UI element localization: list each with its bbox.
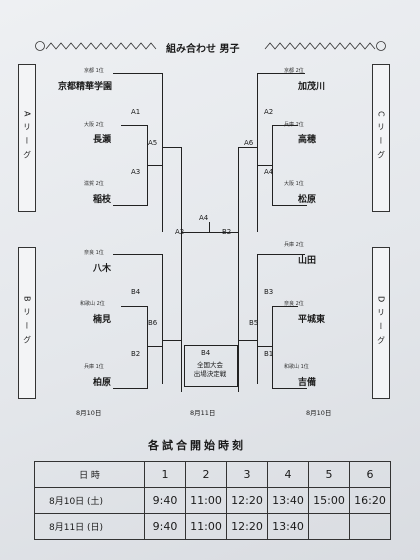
team-meta: 京都 1位 bbox=[84, 68, 104, 74]
team-meta: 滋賀 2位 bbox=[84, 181, 104, 187]
schedule-time: 11:00 bbox=[185, 513, 227, 540]
left-ornament bbox=[34, 40, 159, 52]
team-name: 八木 bbox=[93, 264, 112, 274]
schedule-day: 8月11日 (日) bbox=[34, 513, 145, 540]
date-label: 8月10日 bbox=[306, 409, 332, 417]
match-label: A2 bbox=[264, 108, 274, 116]
schedule-row: 8月11日 (日) 9:40 11:00 12:20 13:40 bbox=[34, 513, 391, 540]
schedule-time: 16:20 bbox=[349, 487, 391, 514]
schedule-col: 5 bbox=[308, 461, 350, 488]
schedule-row: 8月10日 (土) 9:40 11:00 12:20 13:40 15:00 1… bbox=[34, 487, 391, 514]
schedule-time: 9:40 bbox=[144, 487, 186, 514]
match-label: B6 bbox=[148, 319, 158, 327]
schedule-time: 13:40 bbox=[267, 513, 309, 540]
league-c-box: Cリーグ bbox=[372, 64, 390, 212]
schedule-col: 3 bbox=[226, 461, 268, 488]
schedule-day: 8月10日 (土) bbox=[34, 487, 145, 514]
right-ornament bbox=[262, 40, 387, 52]
schedule-time: 12:20 bbox=[226, 487, 268, 514]
date-label: 8月10日 bbox=[76, 409, 102, 417]
match-label: A3 bbox=[131, 168, 141, 176]
schedule-time: 11:00 bbox=[185, 487, 227, 514]
schedule-col: 4 bbox=[267, 461, 309, 488]
match-label: B2 bbox=[222, 228, 232, 236]
team-name: 長瀬 bbox=[93, 135, 112, 145]
schedule-time: 12:20 bbox=[226, 513, 268, 540]
schedule-time bbox=[349, 513, 391, 540]
league-a-box: Aリーグ bbox=[18, 64, 36, 212]
team-name: 加茂川 bbox=[298, 82, 326, 92]
league-b-box: Bリーグ bbox=[18, 247, 36, 399]
league-d-box: Dリーグ bbox=[372, 247, 390, 399]
schedule-col: 1 bbox=[144, 461, 186, 488]
match-label: A4 bbox=[199, 214, 209, 222]
team-meta: 大阪 1位 bbox=[284, 181, 304, 187]
team-meta: 大阪 2位 bbox=[84, 122, 104, 128]
schedule-time: 13:40 bbox=[267, 487, 309, 514]
team-name: 京都精華学園 bbox=[58, 82, 113, 92]
schedule-header: 日 時 bbox=[34, 461, 145, 488]
match-label: B4 bbox=[131, 288, 141, 296]
match-label: A2 bbox=[175, 228, 185, 236]
schedule-time: 15:00 bbox=[308, 487, 350, 514]
team-meta: 兵庫 2位 bbox=[284, 242, 304, 248]
match-label: B2 bbox=[131, 350, 141, 358]
schedule-time bbox=[308, 513, 350, 540]
team-name: 楠見 bbox=[93, 315, 112, 325]
team-meta: 奈良 1位 bbox=[84, 250, 104, 256]
team-meta: 和歌山 1位 bbox=[284, 364, 309, 370]
schedule-table: 日 時 1 2 3 4 5 6 8月10日 (土) 9:40 11:00 12:… bbox=[34, 461, 391, 540]
match-label: A4 bbox=[264, 168, 274, 176]
match-label: A6 bbox=[244, 139, 254, 147]
team-name: 吉備 bbox=[298, 378, 317, 388]
team-name: 稲枝 bbox=[93, 195, 112, 205]
final-match-label: B4 bbox=[201, 349, 211, 357]
match-label: A5 bbox=[148, 139, 158, 147]
team-name: 高穂 bbox=[298, 135, 317, 145]
final-note-line: 出場決定戦 bbox=[193, 370, 227, 378]
team-name: 柏原 bbox=[93, 378, 112, 388]
final-note-line: 全国大会 bbox=[197, 361, 223, 369]
match-label: B3 bbox=[264, 288, 274, 296]
team-name: 山田 bbox=[298, 256, 317, 266]
match-label: B5 bbox=[249, 319, 259, 327]
page-title: 組み合わせ 男子 bbox=[166, 44, 240, 55]
schedule-time: 9:40 bbox=[144, 513, 186, 540]
team-meta: 京都 2位 bbox=[284, 68, 304, 74]
schedule-col: 6 bbox=[349, 461, 391, 488]
final-box bbox=[184, 345, 238, 387]
team-name: 平城東 bbox=[298, 315, 326, 325]
date-label: 8月11日 bbox=[190, 409, 216, 417]
team-meta: 和歌山 2位 bbox=[80, 301, 105, 307]
team-meta: 兵庫 1位 bbox=[84, 364, 104, 370]
schedule-title: 各試合開始時刻 bbox=[148, 439, 246, 452]
team-name: 松原 bbox=[298, 195, 317, 205]
schedule-col: 2 bbox=[185, 461, 227, 488]
match-label: A1 bbox=[131, 108, 141, 116]
final-note: 全国大会 出場決定戦 bbox=[184, 361, 236, 379]
match-label: B1 bbox=[264, 350, 274, 358]
team-meta: 奈良 2位 bbox=[284, 301, 304, 307]
